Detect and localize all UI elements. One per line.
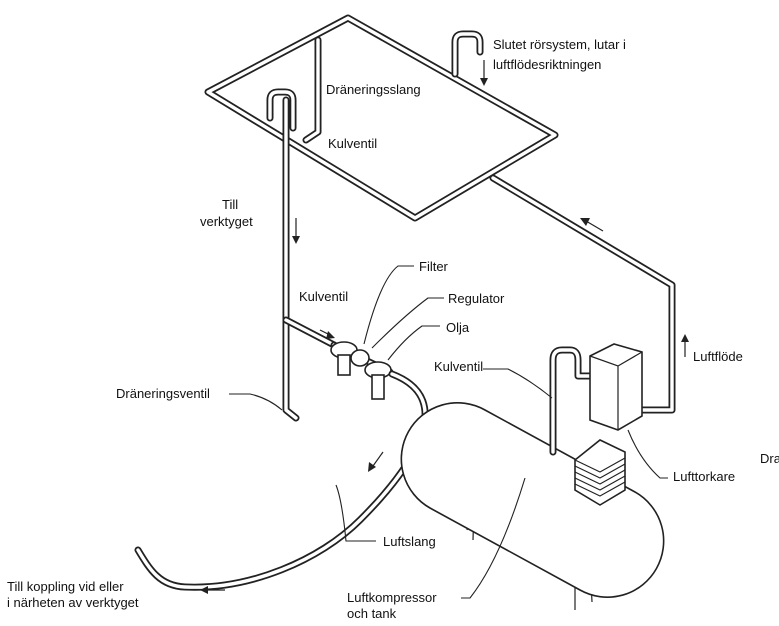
drain-hose-top xyxy=(302,36,322,144)
filter-label: Filter xyxy=(419,259,448,274)
air-hose xyxy=(134,370,429,591)
to-coupling-label-line2: i närheten av verktyget xyxy=(7,595,139,610)
to-tool-label-line2: verktyget xyxy=(200,214,253,229)
closed-system-label-line2: luftflödesriktningen xyxy=(493,57,602,72)
ball-valve-mid-label: Kulventil xyxy=(299,289,349,304)
ball-valve-right-label: Kulventil xyxy=(434,359,484,374)
main-supply-line xyxy=(489,174,676,414)
flow-arrows xyxy=(200,60,689,594)
frl-unit xyxy=(330,341,394,400)
air-dryer-box xyxy=(589,343,643,431)
compressor-label-line2: och tank xyxy=(347,606,397,621)
drop-pipe-to-tool xyxy=(266,88,338,422)
drain-cut-label: Dra xyxy=(760,451,779,466)
regulator-label: Regulator xyxy=(448,291,505,306)
drain-hose-label: Dräneringsslang xyxy=(326,82,421,97)
compressor-outlet-pipe xyxy=(549,346,594,456)
air-dryer-label: Lufttorkare xyxy=(673,469,736,484)
compressor-motor xyxy=(574,439,626,506)
compressor-label-line1: Luftkompressor xyxy=(347,590,437,605)
airflow-label: Luftflöde xyxy=(693,349,743,364)
to-coupling-label-line1: Till koppling vid eller xyxy=(7,579,124,594)
to-tool-label-line1: Till xyxy=(222,197,239,212)
closed-system-end-gooseneck xyxy=(451,30,484,78)
overhead-pipe-loop xyxy=(204,14,559,222)
compressor-tank xyxy=(400,402,665,610)
drain-valve-label: Dräneringsventil xyxy=(116,386,210,401)
air-hose-label: Luftslang xyxy=(383,534,436,549)
closed-system-label-line1: Slutet rörsystem, lutar i xyxy=(493,37,626,52)
leader-lines xyxy=(229,265,668,599)
ball-valve-top-label: Kulventil xyxy=(328,136,378,151)
oil-label: Olja xyxy=(446,320,470,335)
